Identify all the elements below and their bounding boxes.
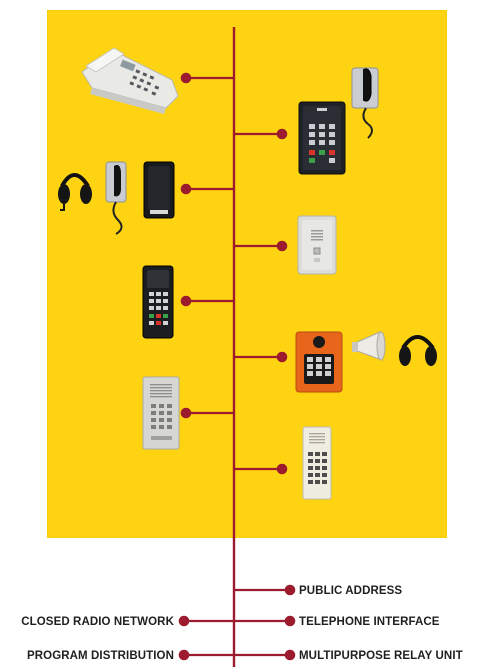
- desk-telephone-icon: [82, 48, 178, 114]
- headset-handset-terminal-icon: [58, 162, 174, 234]
- grille-keypad-panel-icon: [143, 377, 179, 449]
- multipurpose-relay-unit-label: MULTIPURPOSE RELAY UNIT: [299, 649, 463, 663]
- closed-radio-network-label: CLOSED RADIO NETWORK: [21, 615, 174, 629]
- interface-connectors: [180, 586, 294, 659]
- beige-keypad-intercom-icon: [303, 427, 331, 499]
- orange-industrial-terminal-with-horn-and-headset-icon: [296, 332, 437, 392]
- wall-handset-terminal-icon: [299, 68, 378, 174]
- public-address-label: PUBLIC ADDRESS: [299, 584, 402, 598]
- telephone-interface-label: TELEPHONE INTERFACE: [299, 615, 440, 629]
- program-distribution-label: PROGRAM DISTRIBUTION: [27, 649, 174, 663]
- flush-speaker-panel-icon: [298, 216, 336, 274]
- flush-keypad-terminal-icon: [143, 266, 173, 338]
